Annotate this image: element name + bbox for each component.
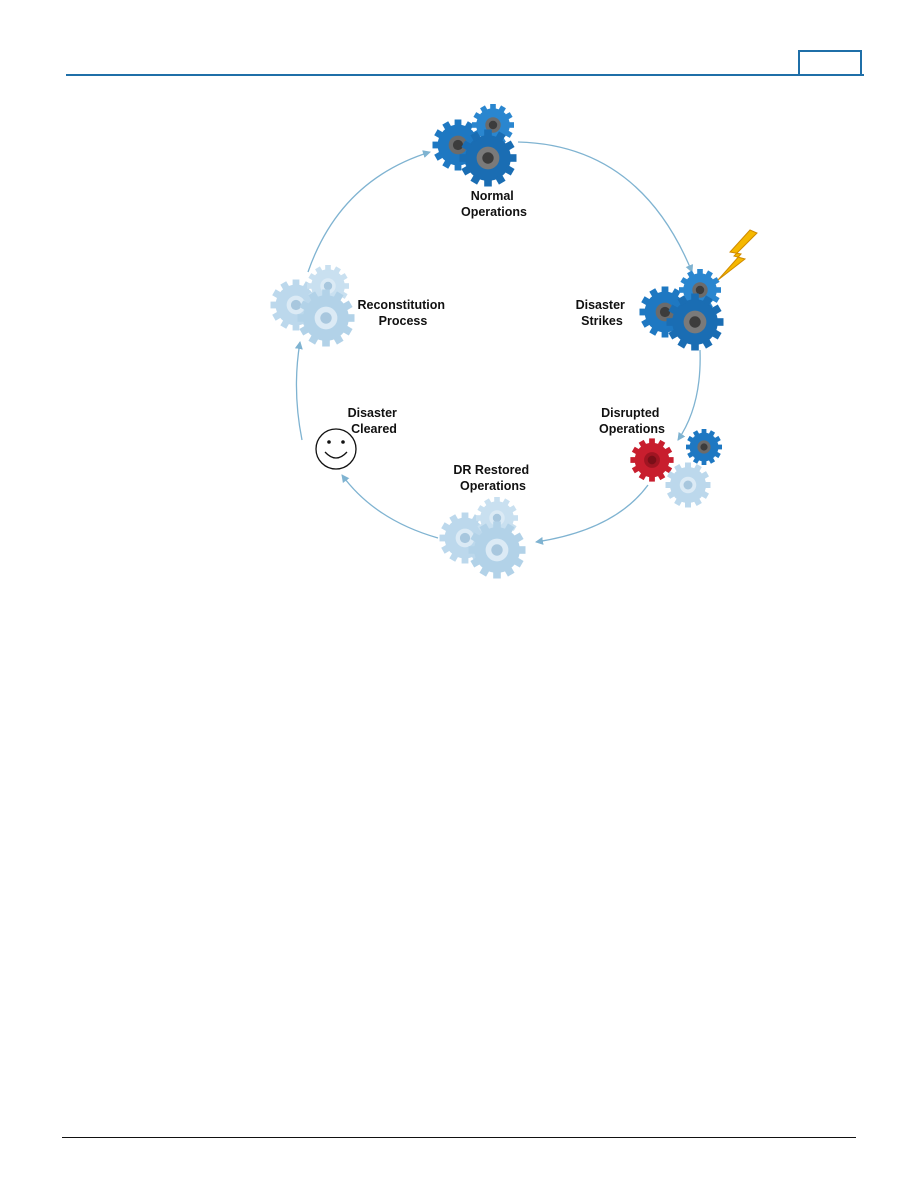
stage-label-reconstitution-process: Reconstitution Process [358, 298, 449, 328]
lightning-icon [717, 229, 758, 281]
header-tab-box [798, 50, 862, 76]
disrupted-operations-gears [630, 429, 722, 508]
arrow-disrupted-to-restored [535, 484, 649, 545]
arrow-normal-to-strikes [517, 141, 694, 273]
stage-label-disrupted-operations: Disrupted Operations [599, 406, 665, 436]
cycle-arrows [294, 141, 701, 545]
stage-label-dr-restored: DR Restored Operations [453, 463, 532, 493]
normal-operations-gears [432, 104, 517, 187]
stage-label-disaster-strikes: Disaster Strikes [576, 298, 629, 328]
arrow-strikes-to-disrupted [677, 349, 701, 441]
arrow-reconstitution-to-normal [307, 150, 431, 273]
header-rule [66, 74, 864, 76]
stage-label-disaster-cleared: Disaster Cleared [348, 406, 401, 436]
smiley-icon [315, 428, 357, 470]
reconstitution-gears [270, 265, 355, 347]
arrow-restored-to-cleared [341, 474, 439, 539]
footer-rule [62, 1137, 856, 1138]
dr-restored-gears [439, 497, 526, 579]
stage-label-normal-operations: Normal Operations [461, 189, 527, 219]
arrow-cleared-to-reconstitution [294, 341, 303, 441]
disaster-strikes-gears [639, 269, 724, 351]
